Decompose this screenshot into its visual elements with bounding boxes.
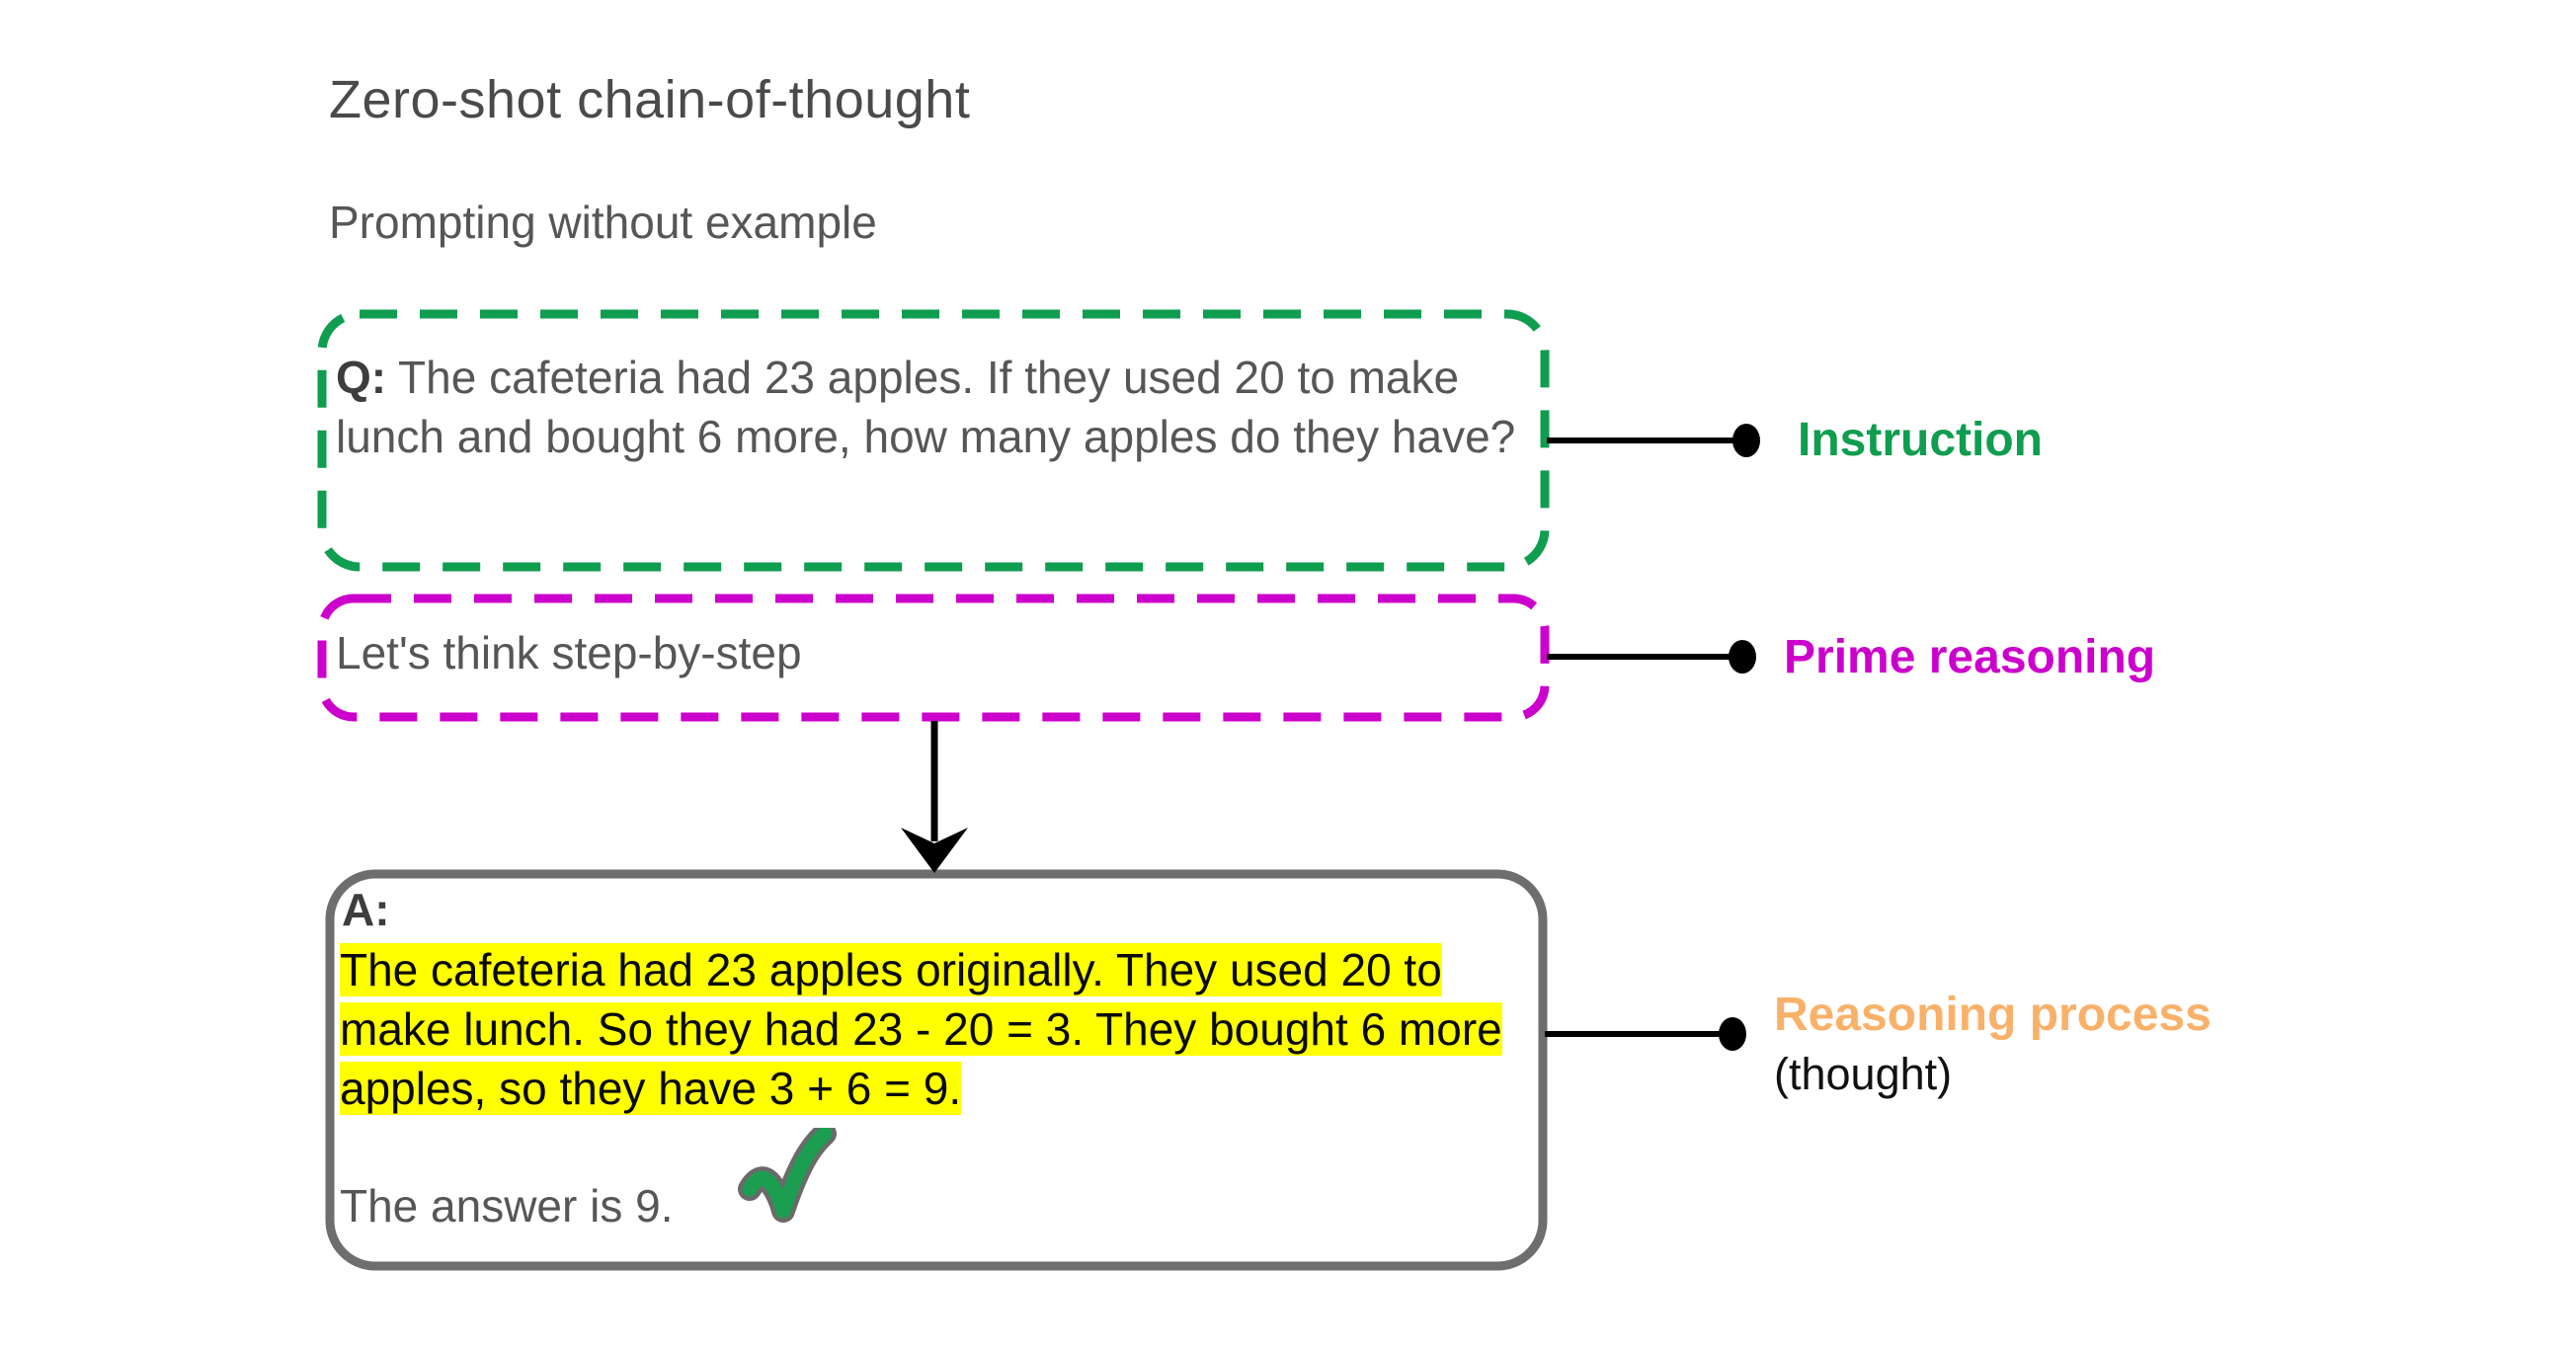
question-box-border [317,309,1550,572]
page-subtitle: Prompting without example [329,197,877,248]
checkmark-stroke [742,1128,833,1219]
page-title: Zero-shot chain-of-thought [329,70,971,129]
checkmark-icon [738,1128,837,1223]
prime-dot [1729,640,1756,674]
prime-reasoning-annotation: Prime reasoning [1784,631,2156,683]
question-label: Q: [336,352,387,403]
prime-box-border [317,594,1550,722]
question-box: Q: The cafeteria had 23 apples. If they … [336,348,1536,466]
instruction-annotation: Instruction [1798,414,2043,466]
question-text: The cafeteria had 23 apples. If they use… [336,352,1516,462]
reasoning-process-annotation: Reasoning process [1774,989,2212,1041]
down-arrow-head [901,828,968,873]
reasoning-paragraph: The cafeteria had 23 apples originally. … [340,940,1533,1118]
final-answer-text: The answer is 9. [340,1180,674,1232]
prime-reasoning-box: Let's think step-by-step [336,627,802,678]
reasoning-dot [1719,1017,1746,1051]
highlighted-reasoning-text: The cafeteria had 23 apples originally. … [340,943,1502,1115]
answer-label: A: [342,884,390,935]
instruction-dot [1732,424,1760,457]
thought-sub-annotation: (thought) [1774,1049,1953,1099]
